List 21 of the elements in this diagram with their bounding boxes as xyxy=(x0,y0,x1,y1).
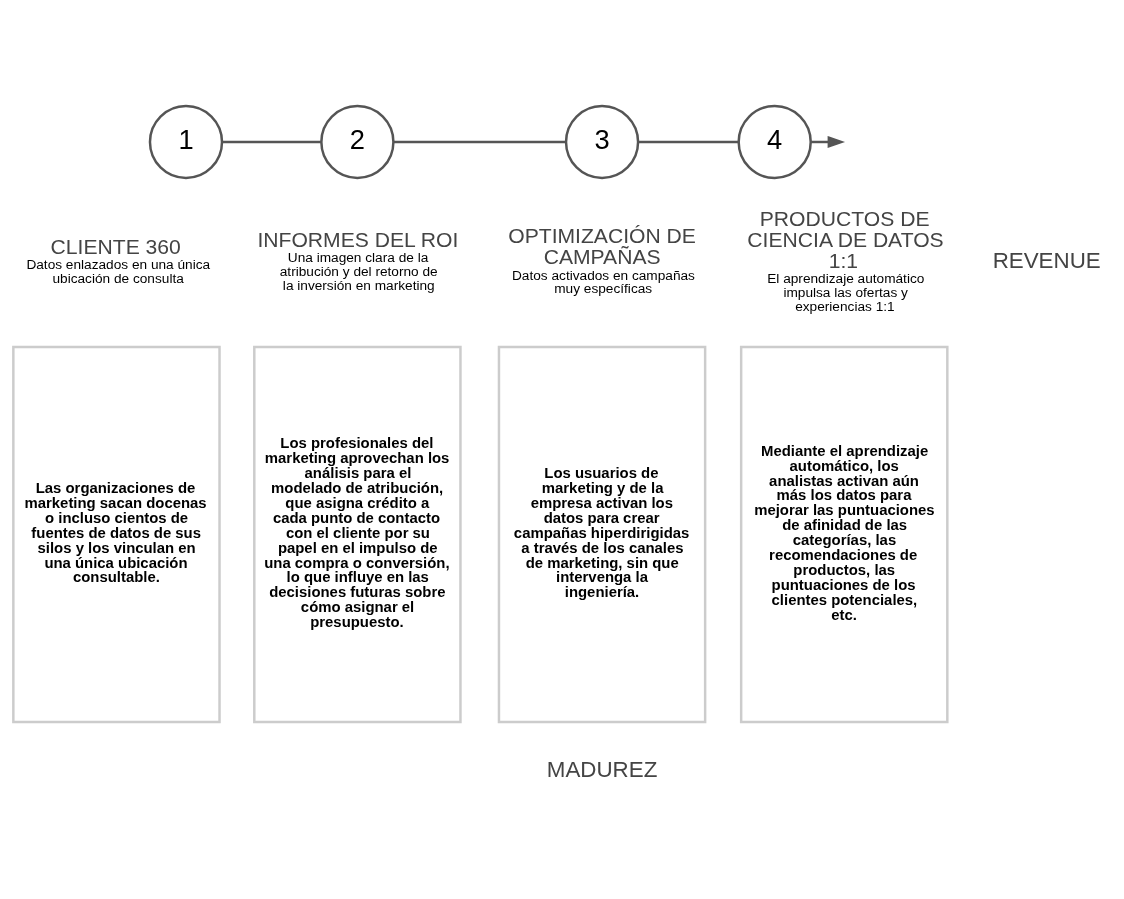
label: REVENUE xyxy=(992,247,1101,273)
connector xyxy=(222,140,321,143)
node-label: Una imagen clara de la atribución y del retorno de la inversión en marketing xyxy=(279,249,438,293)
node-box: Los profesionales del marketing aprovechan los análisis para el modelado de atribución, que asigna crédito a cada punto de contacto con el cliente por su papel en el impulso de una compra o conversión, lo que influye en las decisiones futuras sobre cómo asignar el presupuesto. xyxy=(253,345,462,723)
node-label: PRODUCTOS DE CIENCIA DE DATOS 1:1 xyxy=(747,206,944,272)
node-box: Los usuarios de marketing y de la empresa activan los datos para crear campañas hiperdirigidas a través de los canales de marketing, sin que intervenga la ingeniería. xyxy=(497,345,707,723)
node-label: OPTIMIZACIÓN DE CAMPAÑAS xyxy=(508,223,696,268)
node-box: Las organizaciones de marketing sacan docenas o incluso cientos de fuentes de datos de sus silos y los vinculan en una única ubicación consultable. xyxy=(12,345,221,723)
node-circle: 1 xyxy=(148,104,224,179)
node-circle: 4 xyxy=(737,104,812,179)
label: MADUREZ xyxy=(546,756,658,782)
node-label: El aprendizaje automático impulsa las ofertas y experiencias 1:1 xyxy=(767,270,925,314)
node-circle: 2 xyxy=(320,104,395,179)
connector xyxy=(638,140,739,143)
connector xyxy=(393,140,566,143)
node-label: INFORMES DEL ROI xyxy=(257,227,459,251)
node-box: Mediante el aprendizaje automático, los analistas activan aún más los datos para mejorar las puntuaciones de afinidad de las categorías, las recomendaciones de productos, las puntuaciones de los clientes potenciales, etc. xyxy=(739,345,949,723)
node-label: CLIENTE 360 xyxy=(50,234,181,258)
node-label: Datos enlazados en una única ubicación de consulta xyxy=(26,256,211,286)
node-circle: 3 xyxy=(564,104,640,179)
node-label: Datos activados en campañas muy específicas xyxy=(512,267,695,296)
